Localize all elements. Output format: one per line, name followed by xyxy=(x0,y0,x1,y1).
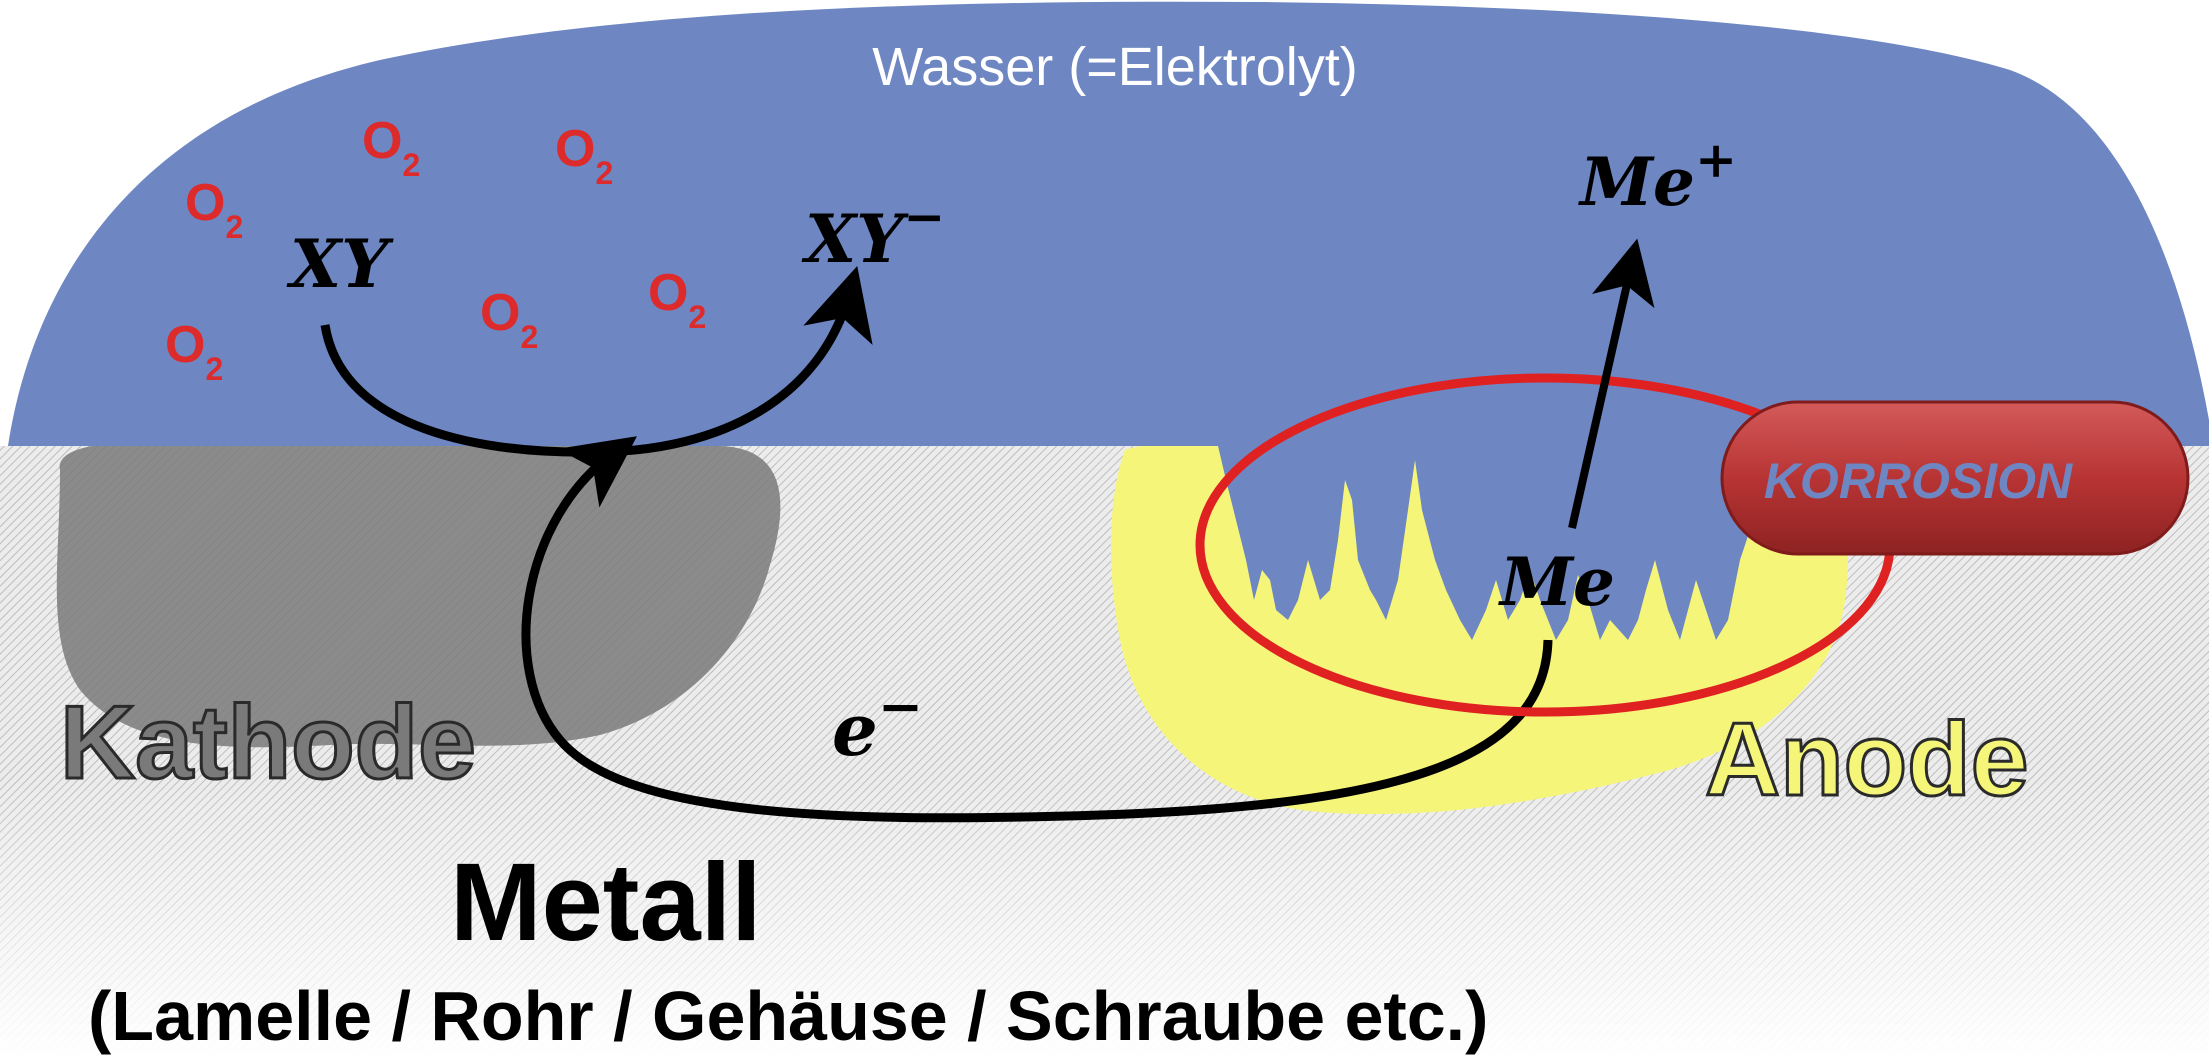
oxygen-molecule: O2 xyxy=(185,174,243,245)
svg-text:O2: O2 xyxy=(185,174,243,245)
ion-release-arrow xyxy=(1568,238,1655,529)
oxygen-molecule: O2 xyxy=(165,316,223,387)
svg-text:O2: O2 xyxy=(648,264,706,335)
oxygen-molecule: O2 xyxy=(480,284,538,355)
metal-atom-label: Me xyxy=(1498,543,1615,621)
metal-ion-label: Me+ xyxy=(1578,130,1737,221)
svg-text:O2: O2 xyxy=(480,284,538,355)
metal-subtitle: (Lamelle / Rohr / Gehäuse / Schraube etc… xyxy=(88,977,1488,1055)
svg-text:O2: O2 xyxy=(362,112,420,183)
anode-label: Anode xyxy=(1705,702,2029,818)
product-xy-ion: XY− xyxy=(801,187,945,278)
electron-flow-arrow xyxy=(521,436,1553,823)
electron-label: e− xyxy=(832,674,923,772)
oxygen-molecule: O2 xyxy=(555,120,613,191)
cathode-zone xyxy=(56,442,781,748)
metal-title: Metall xyxy=(450,841,762,964)
oxygen-molecule: O2 xyxy=(362,112,420,183)
svg-text:O2: O2 xyxy=(555,120,613,191)
corrosion-badge-label: KORROSION xyxy=(1764,453,2073,509)
reactant-xy: XY xyxy=(286,225,394,303)
corrosion-badge: KORROSION xyxy=(1720,400,2190,556)
cathode-label: Kathode xyxy=(60,685,476,801)
corrosion-pits xyxy=(1218,446,1768,640)
oxygen-molecule: O2 xyxy=(648,264,706,335)
water-label: Wasser (=Elektrolyt) xyxy=(872,37,1358,97)
water-area xyxy=(8,1,2209,447)
svg-text:O2: O2 xyxy=(165,316,223,387)
